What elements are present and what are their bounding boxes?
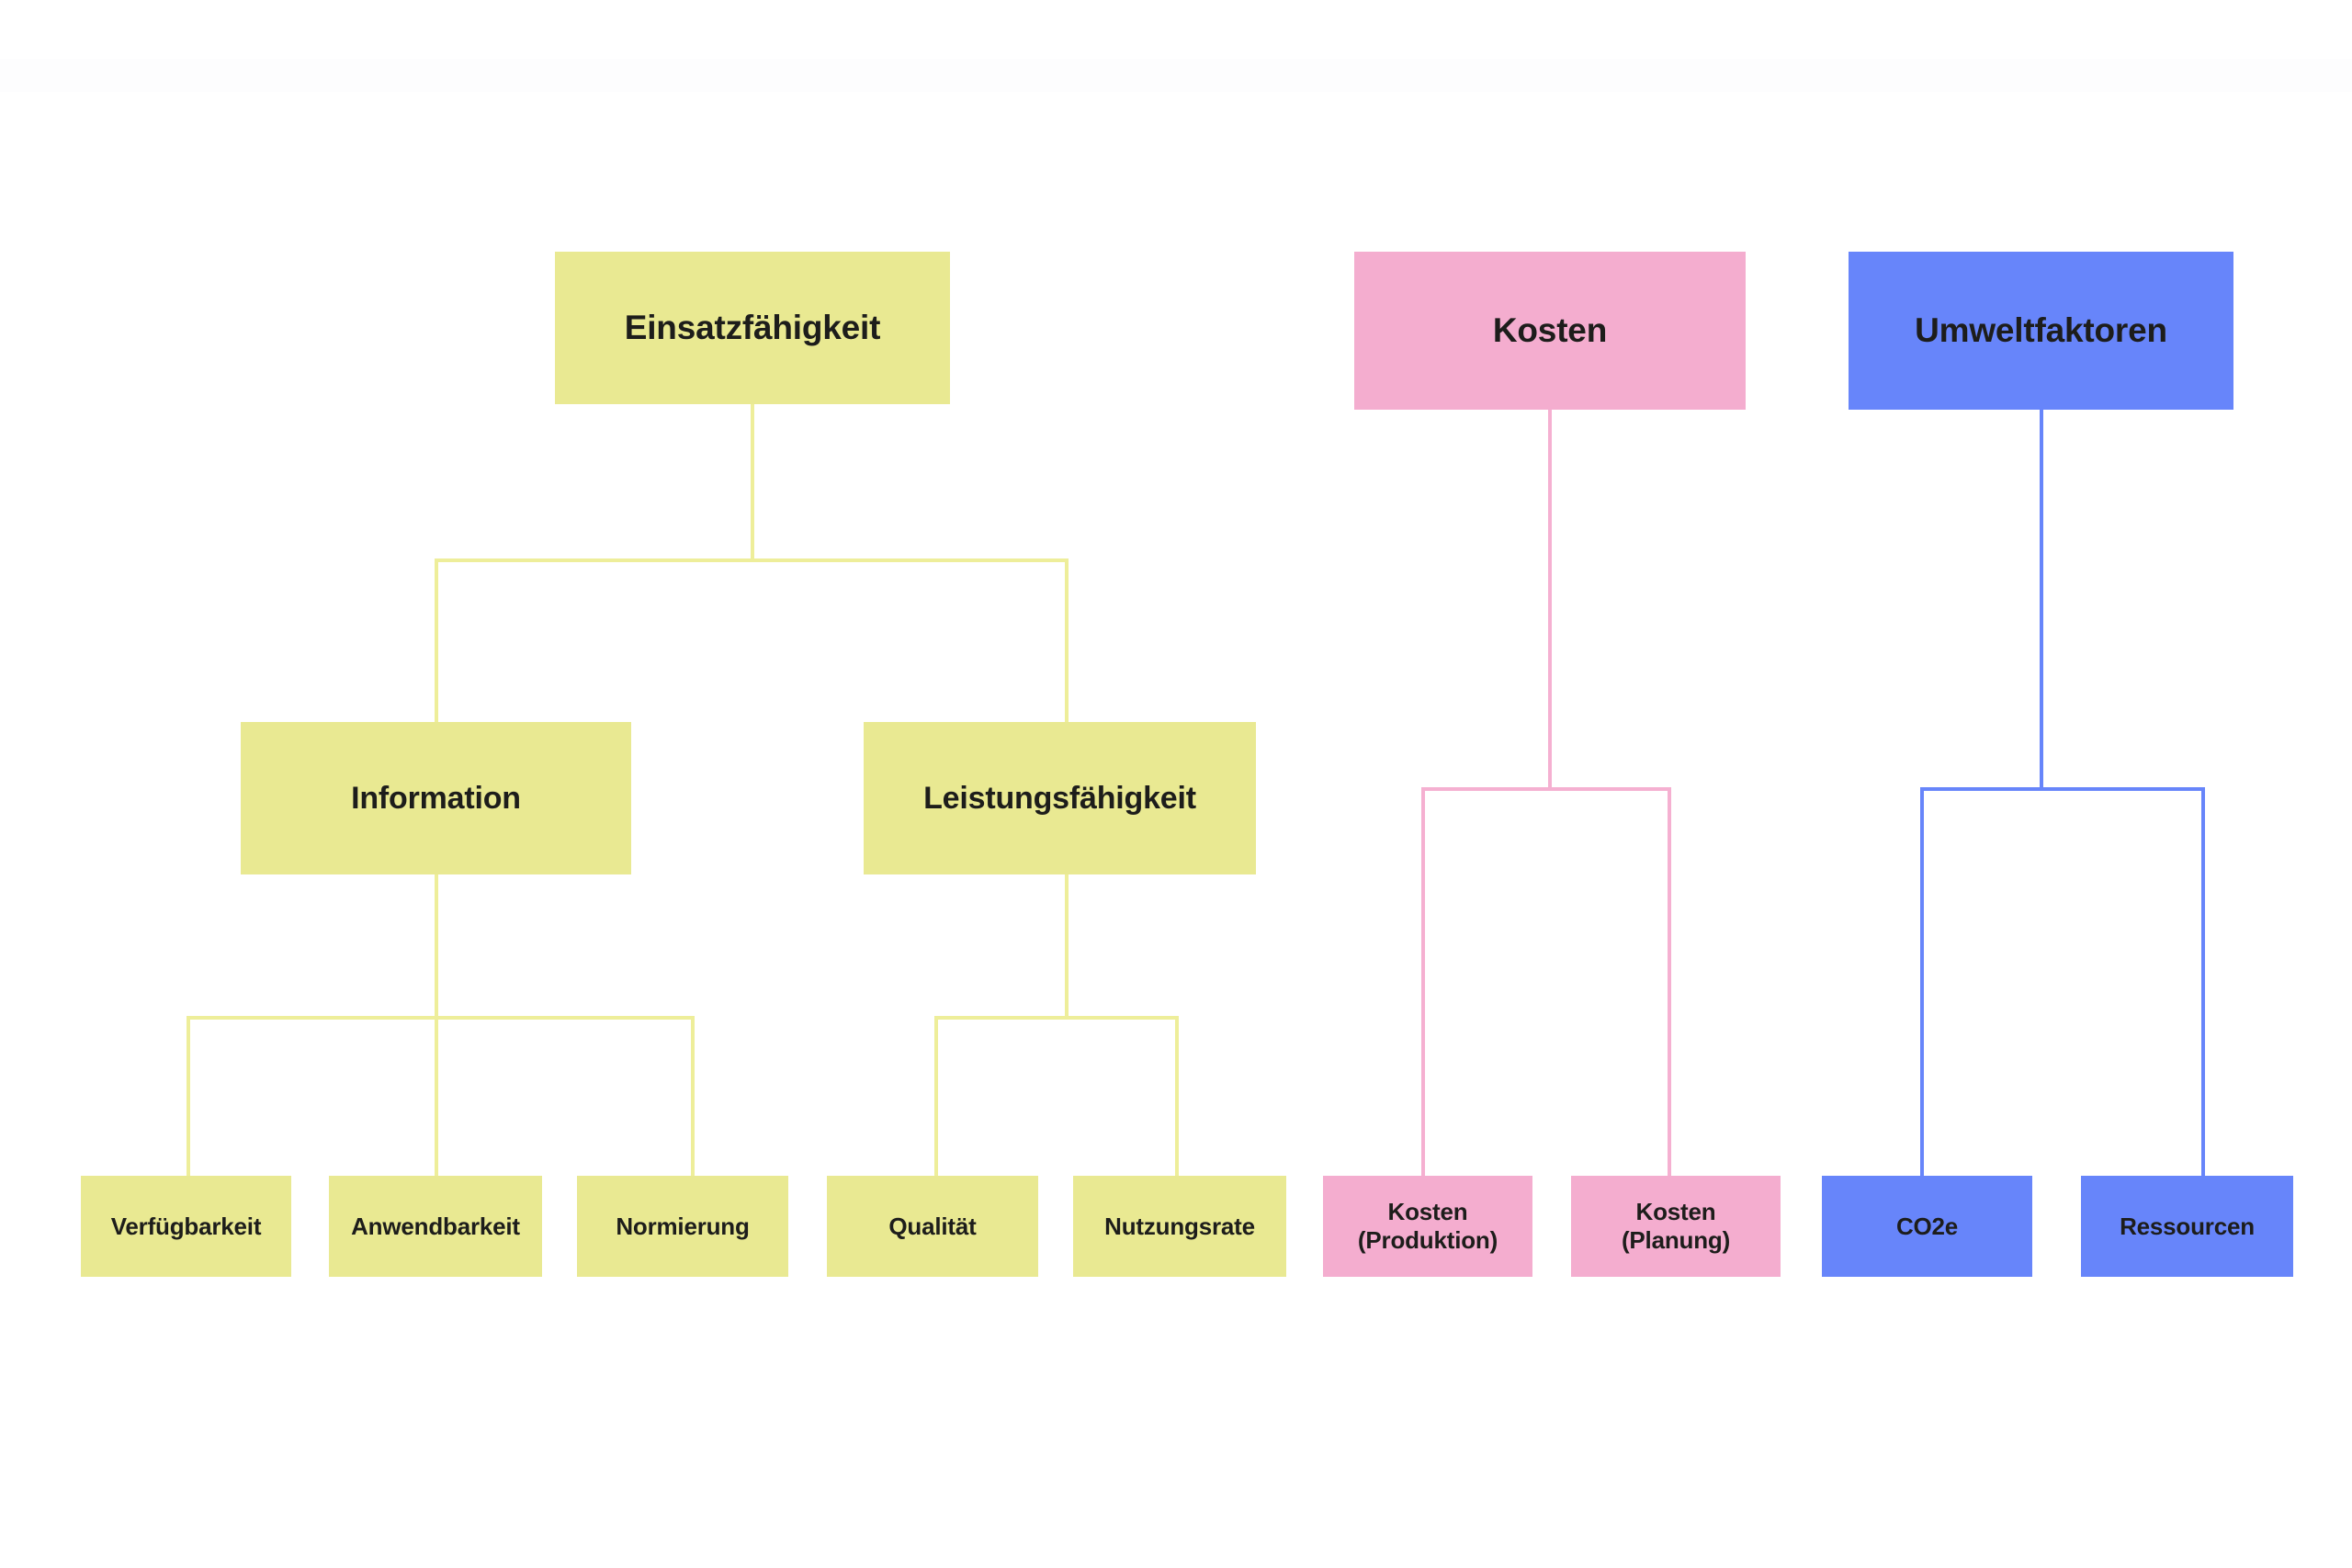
node-co2e[interactable]: CO2e <box>1822 1176 2032 1277</box>
node-ressourcen[interactable]: Ressourcen <box>2081 1176 2293 1277</box>
node-kosten-produktion[interactable]: Kosten (Produktion) <box>1323 1176 1532 1277</box>
edge-einsatzfaehigkeit-bus <box>435 558 1069 562</box>
node-normierung[interactable]: Normierung <box>577 1176 788 1277</box>
edge-drop-ressourcen <box>2201 787 2205 1176</box>
node-umweltfaktoren[interactable]: Umweltfaktoren <box>1849 252 2233 410</box>
edge-umweltfaktoren-stem <box>2040 410 2043 790</box>
node-label: Umweltfaktoren <box>1915 311 2167 350</box>
edge-kosten-bus <box>1421 787 1671 791</box>
top-band <box>0 59 2352 92</box>
node-label: Normierung <box>616 1212 750 1240</box>
edge-drop-nutzungsrate <box>1175 1016 1179 1176</box>
node-label: Nutzungsrate <box>1104 1212 1255 1240</box>
edge-leistungsfaehigkeit-bus <box>934 1016 1179 1020</box>
edge-drop-qualitaet <box>934 1016 938 1176</box>
node-label: Einsatzfähigkeit <box>624 309 881 347</box>
node-label: Information <box>351 780 521 816</box>
node-kosten[interactable]: Kosten <box>1354 252 1746 410</box>
node-qualitaet[interactable]: Qualität <box>827 1176 1038 1277</box>
edge-drop-information <box>435 558 438 724</box>
node-label: Qualität <box>888 1212 977 1240</box>
node-label: Anwendbarkeit <box>351 1212 520 1240</box>
edge-information-bus <box>187 1016 695 1020</box>
edge-kosten-stem <box>1548 410 1552 790</box>
edge-drop-verfuegbarkeit <box>187 1016 190 1176</box>
edge-drop-kosten-produktion <box>1421 787 1425 1176</box>
node-label: Kosten (Produktion) <box>1357 1198 1498 1254</box>
edge-drop-normierung <box>691 1016 695 1176</box>
node-kosten-planung[interactable]: Kosten (Planung) <box>1571 1176 1781 1277</box>
edge-einsatzfaehigkeit-stem <box>751 404 754 562</box>
node-leistungsfaehigkeit[interactable]: Leistungsfähigkeit <box>864 722 1256 874</box>
node-verfuegbarkeit[interactable]: Verfügbarkeit <box>81 1176 291 1277</box>
edge-drop-anwendbarkeit <box>435 1016 438 1176</box>
edge-umweltfaktoren-bus <box>1920 787 2205 791</box>
node-label: CO2e <box>1895 1212 1959 1240</box>
node-label: Kosten <box>1492 311 1608 350</box>
node-label: Verfügbarkeit <box>110 1212 262 1240</box>
edge-information-stem <box>435 874 438 1020</box>
node-anwendbarkeit[interactable]: Anwendbarkeit <box>329 1176 542 1277</box>
edge-drop-kosten-planung <box>1668 787 1671 1176</box>
node-nutzungsrate[interactable]: Nutzungsrate <box>1073 1176 1286 1277</box>
edge-drop-leistungsfaehigkeit <box>1065 558 1069 724</box>
node-label: Leistungsfähigkeit <box>923 780 1196 816</box>
edge-drop-co2e <box>1920 787 1924 1176</box>
node-einsatzfaehigkeit[interactable]: Einsatzfähigkeit <box>555 252 950 404</box>
node-label: Kosten (Planung) <box>1621 1198 1731 1254</box>
edge-leistungsfaehigkeit-stem <box>1065 874 1069 1020</box>
node-information[interactable]: Information <box>241 722 631 874</box>
node-label: Ressourcen <box>2120 1212 2255 1240</box>
